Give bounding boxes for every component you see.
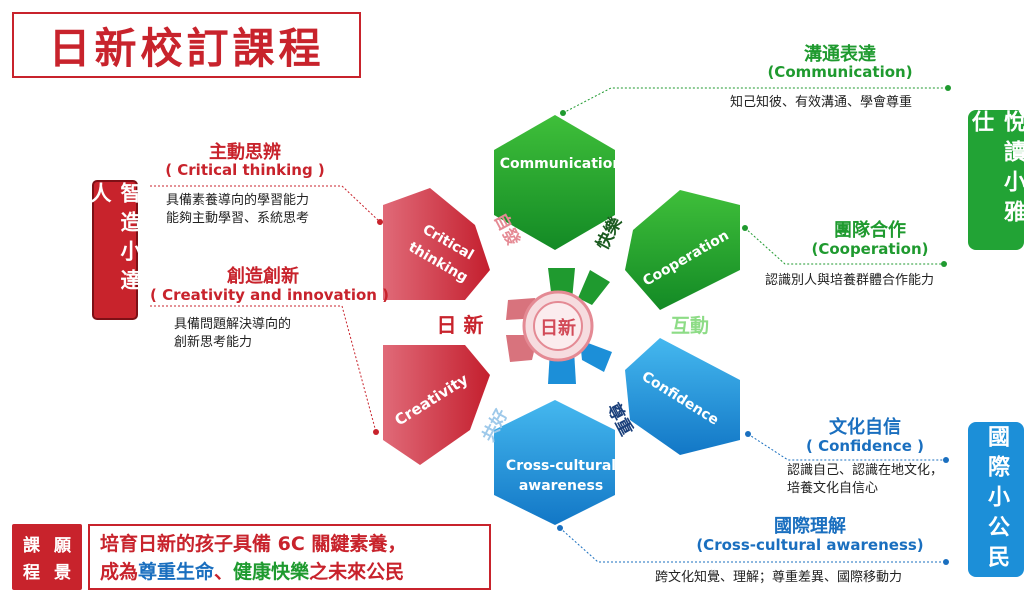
creativity-zh: 創造創新 [227,266,299,287]
cross-cultural-zh: 國際理解 [774,516,846,537]
connector-creativity [150,305,377,433]
creativity-desc-2: 創新思考能力 [174,335,253,350]
connector-dot [943,559,949,565]
petal-communication [494,115,615,250]
vision-label-char: 景 [54,563,71,583]
side-label-right-top: 悅讀小雅仕 [968,110,1024,250]
petal-label-cross-cultural-1: Cross-cultural [506,458,616,474]
connector-dot [943,457,949,463]
center-logo [533,301,583,351]
connector-cooperation [744,227,944,265]
petal-creativity [383,345,490,465]
critical-en: ( Critical thinking ) [165,161,325,179]
vision-label-char: 課 [23,536,40,556]
communication-desc: 知己知彼、有效溝通、學會尊重 [730,95,913,110]
center-logo-text: 日新 [540,317,576,339]
vision-label-char: 程 [23,563,40,583]
creativity-desc-1: 具備問題解決導向的 [174,317,292,332]
vision-line-2-post: 之未來公民 [309,561,405,583]
inner-wedge-green [578,270,610,305]
critical-desc-2: 能夠主動學習、系統思考 [166,211,310,226]
critical-zh: 主動思辨 [209,142,281,163]
confidence-desc-2: 培養文化自信心 [787,481,879,496]
connector-dot [557,525,563,531]
vision-label: 課 願 程 景 [12,524,82,590]
cooperation-en: (Cooperation) [811,240,929,258]
petal-critical [383,188,490,300]
vision-label-char: 願 [54,536,71,556]
vision-line-2: 成為尊重生命、健康快樂之未來公民 [100,558,479,586]
connector-dot [745,431,751,437]
connector-dot [945,85,951,91]
confidence-en: ( Confidence ) [806,437,924,455]
side-label-right-bottom: 國際小公民 [968,422,1024,577]
cooperation-desc: 認識別人與培養群體合作能力 [765,273,935,288]
vision-box: 培育日新的孩子具備 6C 關鍵素養， 成為尊重生命、健康快樂之未來公民 [88,524,491,590]
vision-line-1: 培育日新的孩子具備 6C 關鍵素養， [100,533,407,555]
petal-cooperation [625,190,740,310]
connector-dot [560,110,566,116]
cross-cultural-desc: 跨文化知覺、理解；尊重差異、國際移動力 [655,570,903,585]
petal-cross-cultural [494,400,615,525]
connector-dot [373,429,379,435]
vision-line-2-mid: 、 [214,561,234,583]
center-label-left: 日 新 [437,313,484,337]
petal-confidence [625,338,740,455]
confidence-zh: 文化自信 [829,417,901,438]
connector-cross [559,527,946,563]
confidence-desc-1: 認識自己、認識在地文化， [787,463,944,478]
connector-dot [941,261,947,267]
vision-line-2-pre: 成為 [100,561,139,583]
vision-highlight-1: 尊重生命 [138,561,215,583]
vision-highlight-2: 健康快樂 [233,561,310,583]
creativity-en: ( Creativity and innovation ) [150,286,390,304]
communication-zh: 溝通表達 [804,44,876,65]
page-title: 日新校訂課程 [48,23,325,73]
title-box: 日新校訂課程 [12,12,361,78]
critical-desc-1: 具備素養導向的學習能力 [166,193,310,208]
connector-dot [377,219,383,225]
inner-wedge-blue [580,340,612,372]
connector-confidence [747,433,946,461]
petal-label-cross-cultural-2: awareness [519,478,603,494]
petal-label-communication: Communication [500,156,623,172]
center-label-right: 互動 [671,315,709,337]
cooperation-zh: 團隊合作 [834,220,906,241]
cross-cultural-en: (Cross-cultural awareness) [696,536,924,554]
communication-en: (Communication) [767,63,913,81]
connector-critical [150,185,381,223]
connector-dot [742,225,748,231]
